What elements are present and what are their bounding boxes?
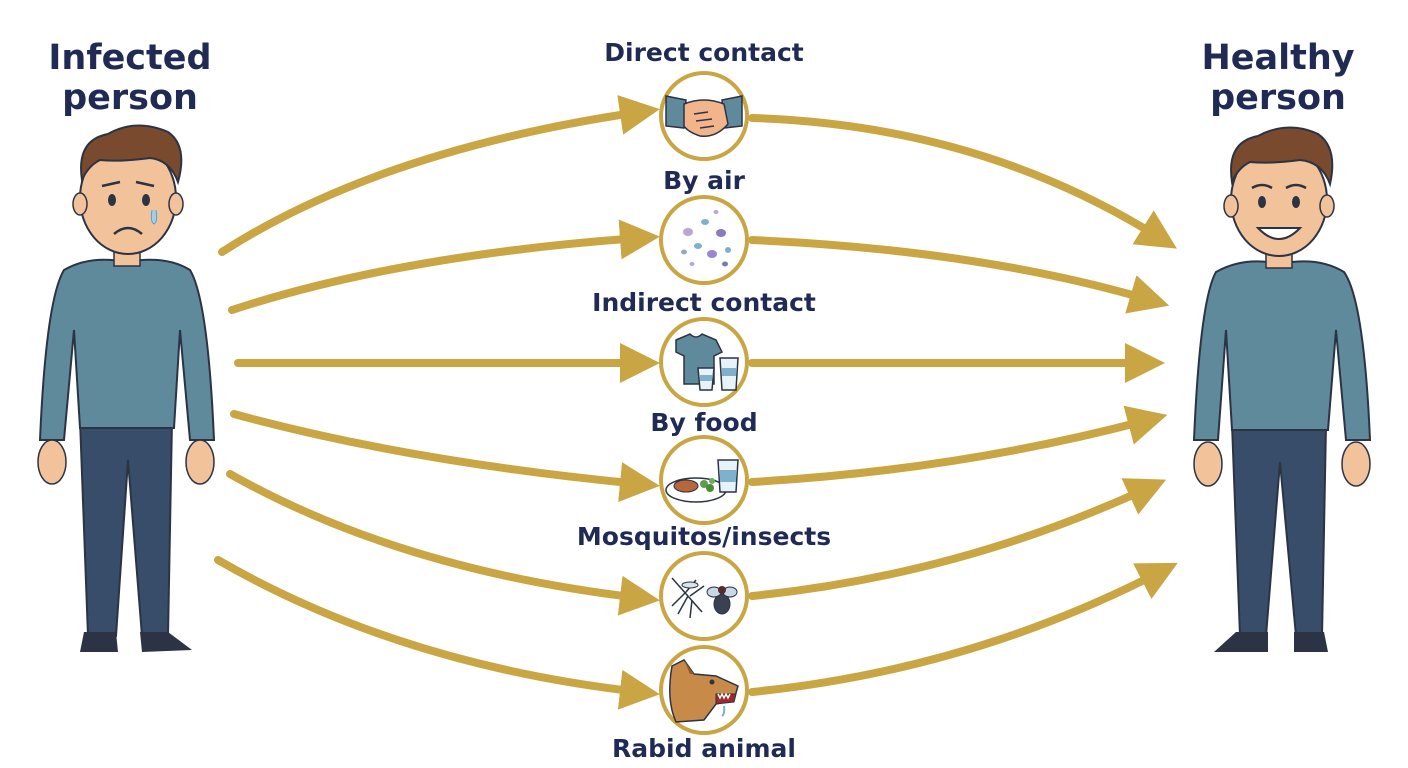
arrow-left-mosquitos bbox=[226, 470, 660, 616]
arrow-right-mosquitos bbox=[748, 478, 1167, 600]
arrow-left-by-air bbox=[228, 219, 660, 314]
infected-person-figure bbox=[37, 124, 216, 652]
mosquito-fly-icon bbox=[659, 551, 749, 641]
rabid-dog-icon bbox=[659, 645, 749, 735]
route-label-rabid-animal: Rabid animal bbox=[612, 734, 796, 763]
healthy-person-figure bbox=[1192, 126, 1372, 652]
arrow-right-direct-contact bbox=[748, 114, 1177, 249]
arrow-left-direct-contact bbox=[218, 95, 660, 256]
arrow-right-by-air bbox=[748, 236, 1170, 314]
arrow-right-rabid-animal bbox=[748, 562, 1178, 696]
shirt-and-glasses-icon bbox=[659, 317, 749, 407]
arrow-right-by-food bbox=[748, 405, 1168, 486]
route-label-by-food: By food bbox=[650, 408, 758, 437]
route-label-direct-contact: Direct contact bbox=[604, 38, 804, 67]
healthy-title-line1: Healthy bbox=[1201, 38, 1355, 78]
arrows-to-icons bbox=[214, 95, 660, 710]
healthy-person-title: Healthy person bbox=[1158, 38, 1398, 118]
route-label-by-air: By air bbox=[663, 166, 745, 195]
infected-person-title: Infected person bbox=[10, 38, 250, 118]
route-label-indirect-contact: Indirect contact bbox=[592, 288, 816, 317]
food-plate-icon bbox=[659, 435, 749, 525]
infected-title-line1: Infected bbox=[48, 38, 212, 78]
route-label-mosquitos-insects: Mosquitos/insects bbox=[576, 522, 832, 551]
route-icons bbox=[659, 71, 749, 735]
handshake-icon bbox=[659, 71, 749, 161]
arrow-left-rabid-animal bbox=[214, 556, 660, 710]
healthy-title-line2: person bbox=[1210, 78, 1346, 118]
air-droplets-icon bbox=[659, 195, 749, 285]
arrow-left-by-food bbox=[230, 410, 660, 503]
infected-title-line2: person bbox=[62, 78, 198, 118]
arrows-to-healthy bbox=[748, 114, 1178, 696]
